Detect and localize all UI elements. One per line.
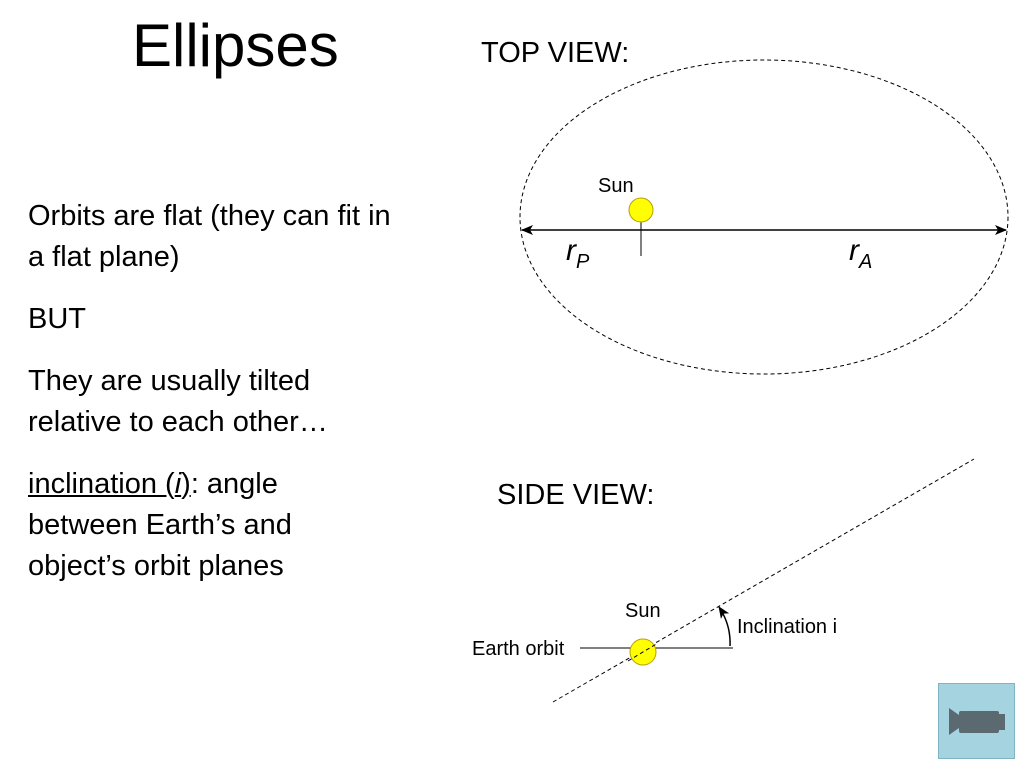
sun-label: Sun [598,175,634,197]
r-p-subscript: P [576,251,590,273]
top-view-label: TOP VIEW: [481,37,630,69]
term-variable: i [174,468,182,500]
text-line: Orbits are flat (they can fit in [28,200,391,232]
paragraph-inclination: inclination (i): angle between Earth’s a… [28,464,468,587]
text-line: inclination (i): angle [28,464,468,505]
r-a-label: rA [849,234,872,273]
orbit-ellipse [519,59,1009,375]
body-text: Orbits are flat (they can fit in a flat … [28,196,468,608]
text-line: relative to each other… [28,406,328,438]
text-line: BUT [28,303,86,335]
inclination-label: Inclination i [737,616,837,638]
text-line: They are usually tilted [28,365,311,397]
movie-camera-icon [949,708,1005,735]
inclination-term: inclination (i) [28,468,191,500]
movie-button[interactable] [938,683,1015,759]
term-post: ) [181,468,191,500]
r-p-label: rP [566,234,590,273]
paragraph-tilted: They are usually tilted relative to each… [28,361,468,443]
camera-shape [949,708,1005,735]
object-orbit-line [552,458,975,703]
paragraph-orbits-flat: Orbits are flat (they can fit in a flat … [28,196,468,278]
orbit-line-overlay [627,642,659,662]
text-line: between Earth’s and [28,509,292,541]
earth-orbit-label: Earth orbit [472,638,565,660]
side-view-label: SIDE VIEW: [497,479,655,511]
r-p-base: r [566,234,577,267]
side-sun-label: Sun [625,600,661,622]
sun-icon [628,197,654,223]
text-line: a flat plane) [28,241,180,273]
text-line: object’s orbit planes [28,550,284,582]
r-a-subscript: A [858,251,872,273]
r-a-base: r [849,234,860,267]
paragraph-but: BUT [28,299,468,340]
term-definition: : angle [190,468,278,500]
inclination-arc-arrow [718,606,731,647]
slide-title: Ellipses [132,12,339,79]
term-pre: inclination ( [28,468,175,500]
